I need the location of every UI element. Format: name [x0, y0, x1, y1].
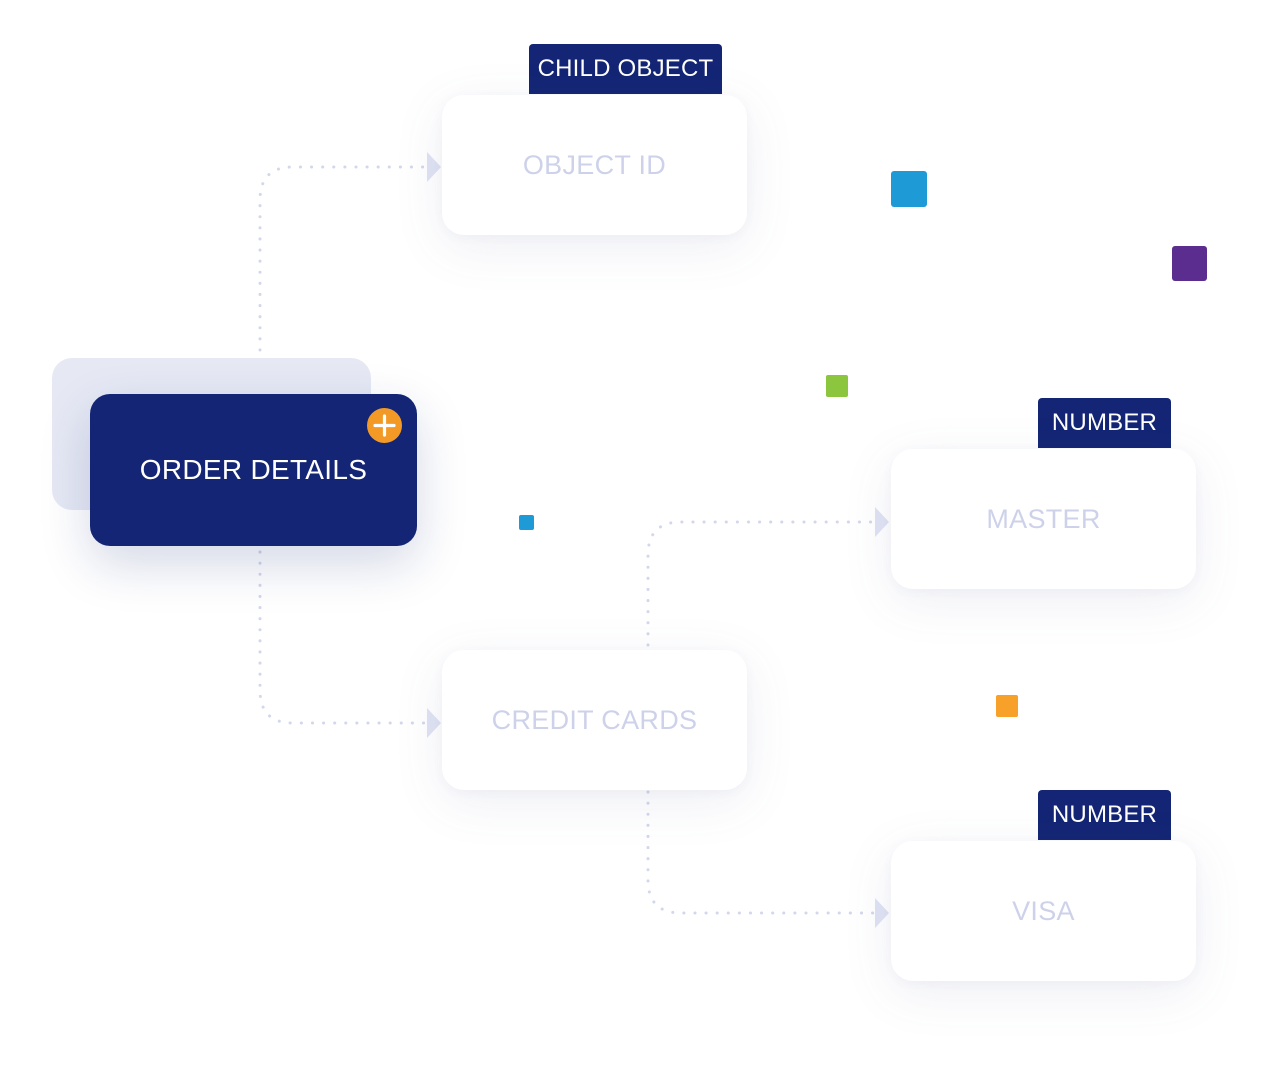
connector-to-credit-cards: [258, 550, 427, 725]
connector-to-visa: [646, 790, 875, 915]
arrow-head-master: [875, 507, 889, 537]
arrow-head-visa: [875, 898, 889, 928]
object-id-label: OBJECT ID: [522, 149, 667, 180]
credit-cards-node[interactable]: CREDIT CARDS: [442, 650, 747, 790]
child-object-tag: CHILD OBJECT: [529, 44, 722, 94]
small-blue-square: [519, 515, 534, 530]
master-label: MASTER: [986, 503, 1101, 534]
visa-number-tag: NUMBER: [1038, 790, 1171, 840]
visa-node[interactable]: VISA: [891, 841, 1196, 981]
arrow-head-credit-cards: [427, 708, 441, 738]
plus-icon: [373, 414, 396, 437]
orange-square: [996, 695, 1018, 717]
master-number-tag: NUMBER: [1038, 398, 1171, 448]
object-id-node[interactable]: OBJECT ID: [442, 95, 747, 235]
blue-square: [891, 171, 927, 207]
arrow-head-object-id: [427, 152, 441, 182]
credit-cards-label: CREDIT CARDS: [491, 704, 698, 735]
connector-to-master: [646, 520, 875, 647]
visa-label: VISA: [1012, 895, 1075, 926]
purple-square: [1172, 246, 1207, 281]
master-node[interactable]: MASTER: [891, 449, 1196, 589]
order-details-node[interactable]: ORDER DETAILS: [90, 394, 417, 546]
green-square: [826, 375, 848, 397]
order-details-label: ORDER DETAILS: [139, 454, 368, 485]
add-button[interactable]: [367, 408, 402, 443]
connector-to-object-id: [258, 165, 427, 352]
